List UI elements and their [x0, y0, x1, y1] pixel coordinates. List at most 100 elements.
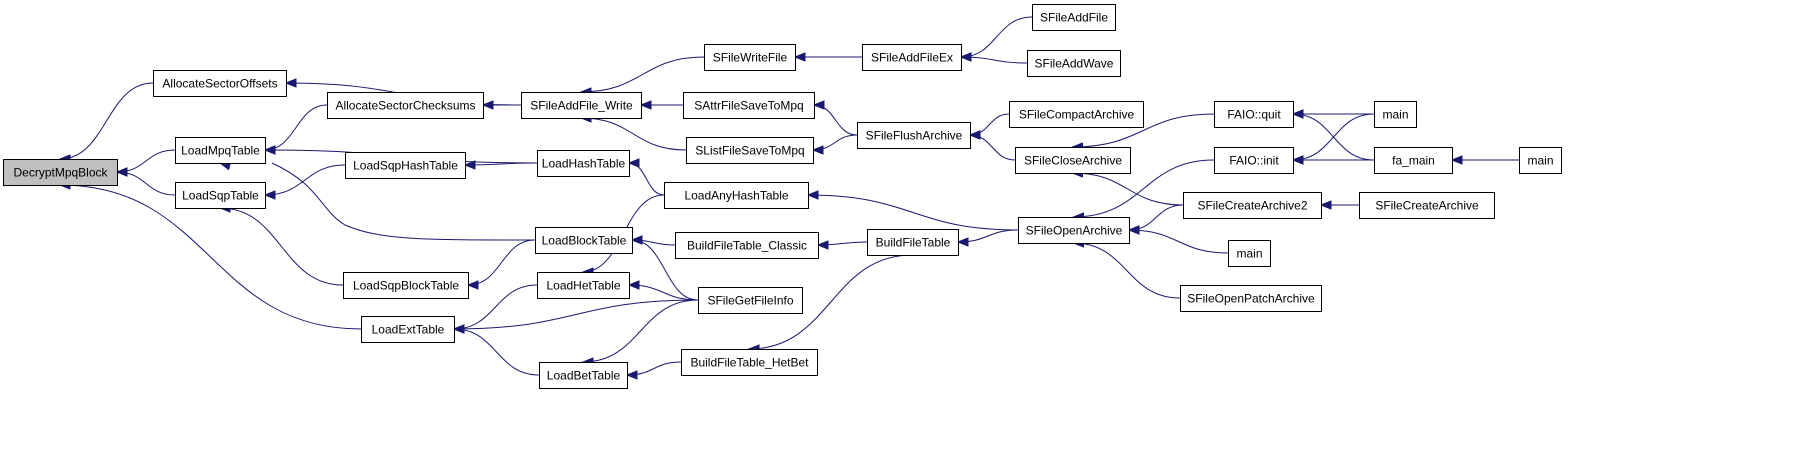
node-loadanyhashtable-loadanyhash[interactable]: LoadAnyHashTable [664, 182, 809, 209]
node-loadexttable-loadext[interactable]: LoadExtTable [361, 316, 455, 343]
node-slistfilesavetompq-slist[interactable]: SListFileSaveToMpq [686, 137, 814, 164]
node-box[interactable] [153, 70, 287, 97]
node-sfilecreatearchive-sfcreate[interactable]: SFileCreateArchive [1359, 192, 1495, 219]
node-label: LoadSqpTable [182, 189, 259, 203]
node-faio-quit-faioquit[interactable]: FAIO::quit [1214, 101, 1294, 128]
node-loadsqptable-loadsqp[interactable]: LoadSqpTable [175, 182, 266, 209]
node-loadblocktable-loadblock[interactable]: LoadBlockTable [535, 227, 633, 254]
edge-sfileflusharchive-to-slistfilesavetompq [811, 134, 858, 155]
node-loadhashtable-loadhash[interactable]: LoadHashTable [537, 150, 630, 177]
node-box[interactable] [1519, 147, 1562, 174]
node-box[interactable] [1214, 101, 1294, 128]
node-box[interactable] [867, 229, 959, 256]
node-buildfiletable-hetbet-bfthetbet[interactable]: BuildFileTable_HetBet [681, 349, 818, 376]
node-box[interactable] [686, 137, 814, 164]
node-main-main2[interactable]: main [1374, 101, 1417, 128]
arrow-head [959, 52, 972, 62]
node-sfilewritefile-sfwrite[interactable]: SFileWriteFile [704, 44, 796, 71]
node-sfilecreatearchive2-sfcreate2[interactable]: SFileCreateArchive2 [1183, 192, 1322, 219]
node-loadsqpblocktable-loadsqpblock[interactable]: LoadSqpBlockTable [343, 272, 469, 299]
node-buildfiletable-classic-bftclassic[interactable]: BuildFileTable_Classic [675, 232, 819, 259]
arrow-head [263, 190, 276, 200]
node-box[interactable] [681, 349, 818, 376]
node-buildfiletable-bft[interactable]: BuildFileTable [867, 229, 959, 256]
edge-line [969, 134, 1016, 161]
node-box[interactable] [175, 137, 266, 164]
node-loadsqphashtable-loadsqphash[interactable]: LoadSqpHashTable [345, 152, 466, 179]
node-sfilegetfileinfo-sfgetinfo[interactable]: SFileGetFileInfo [698, 287, 803, 314]
node-label: SFileCloseArchive [1024, 154, 1122, 168]
node-loadbettable-loadbet[interactable]: LoadBetTable [539, 362, 628, 389]
node-box[interactable] [1228, 240, 1271, 267]
node-label: SFileAddFile_Write [530, 99, 633, 113]
node-box[interactable] [1180, 285, 1322, 312]
node-sfileaddfileex-sfaddex[interactable]: SFileAddFileEx [862, 44, 962, 71]
node-box[interactable] [1214, 147, 1294, 174]
node-main-main3[interactable]: main [1519, 147, 1562, 174]
node-sfileopenarchive-sfopen[interactable]: SFileOpenArchive [1018, 217, 1130, 244]
node-sfileflusharchive-sfflush[interactable]: SFileFlushArchive [857, 122, 971, 149]
edge-line [580, 117, 687, 151]
node-sfileopenpatcharchive-sfopenpatch[interactable]: SFileOpenPatchArchive [1180, 285, 1322, 312]
node-box[interactable] [1183, 192, 1322, 219]
node-box[interactable] [862, 44, 962, 71]
node-label: SFileWriteFile [713, 51, 788, 65]
node-sfileaddfile-sfaddfile[interactable]: SFileAddFile [1032, 4, 1116, 31]
node-sfilecompactarchive-sfcompact[interactable]: SFileCompactArchive [1009, 101, 1144, 128]
node-box[interactable] [1009, 101, 1144, 128]
node-box[interactable] [175, 182, 266, 209]
node-box[interactable] [343, 272, 469, 299]
node-allocatesectorchecksums-alloccheck[interactable]: AllocateSectorChecksums [327, 92, 484, 119]
node-faio-init-faioinit[interactable]: FAIO::init [1214, 147, 1294, 174]
node-box[interactable] [1374, 147, 1453, 174]
node-box[interactable] [521, 92, 642, 119]
node-label: LoadMpqTable [181, 144, 260, 158]
node-label: main [1527, 154, 1553, 168]
node-box[interactable] [361, 316, 455, 343]
node-loadhettable-loadhet[interactable]: LoadHetTable [537, 272, 630, 299]
node-loadmpqtable-loadmpq[interactable]: LoadMpqTable [175, 137, 266, 164]
node-box[interactable] [675, 232, 819, 259]
node-sfileaddfile-write-sfaddwrite[interactable]: SFileAddFile_Write [521, 92, 642, 119]
node-box[interactable] [704, 44, 796, 71]
node-box[interactable] [345, 152, 466, 179]
arrow-head [1450, 155, 1463, 165]
arrow-head [263, 145, 276, 155]
edge-line [464, 162, 538, 166]
edge-fa-main-to-faio-quit [1291, 109, 1375, 161]
node-box[interactable] [1018, 217, 1130, 244]
node-box[interactable] [1032, 4, 1116, 31]
node-box[interactable] [857, 122, 971, 149]
node-label: BuildFileTable [876, 236, 951, 250]
edge-sfilegetfileinfo-to-loadhettable [627, 280, 699, 301]
node-box[interactable] [698, 287, 803, 314]
node-sattrfilesavetompq-sattr[interactable]: SAttrFileSaveToMpq [683, 92, 815, 119]
node-sfileaddwave-sfaddwave[interactable]: SFileAddWave [1027, 50, 1121, 77]
node-decryptmpqblock-decrypt[interactable]: DecryptMpqBlock [3, 159, 118, 186]
node-label: LoadSqpHashTable [353, 159, 458, 173]
node-label: LoadHashTable [542, 157, 626, 171]
node-fa-main-famain[interactable]: fa_main [1374, 147, 1453, 174]
node-allocatesectoroffsets-allocoff[interactable]: AllocateSectorOffsets [153, 70, 287, 97]
node-box[interactable] [1374, 101, 1417, 128]
node-box[interactable] [327, 92, 484, 119]
node-main-main1[interactable]: main [1228, 240, 1271, 267]
node-box[interactable] [3, 159, 118, 186]
node-box[interactable] [1359, 192, 1495, 219]
arrow-head [816, 240, 829, 250]
edge-sfileopenpatcharchive-to-sfileopenarchive [1072, 238, 1181, 299]
node-box[interactable] [537, 150, 630, 177]
arrow-head [630, 235, 643, 245]
node-box[interactable] [539, 362, 628, 389]
node-box[interactable] [683, 92, 815, 119]
edge-sfilegetfileinfo-to-loadbettable [581, 299, 699, 367]
node-box[interactable] [1015, 147, 1131, 174]
arrow-head [1291, 109, 1304, 119]
node-sfileclosearchive-sfclose[interactable]: SFileCloseArchive [1015, 147, 1131, 174]
node-box[interactable] [535, 227, 633, 254]
node-box[interactable] [1027, 50, 1121, 77]
node-box[interactable] [537, 272, 630, 299]
arrow-head [793, 52, 806, 62]
node-box[interactable] [664, 182, 809, 209]
node-label: SAttrFileSaveToMpq [694, 99, 803, 113]
